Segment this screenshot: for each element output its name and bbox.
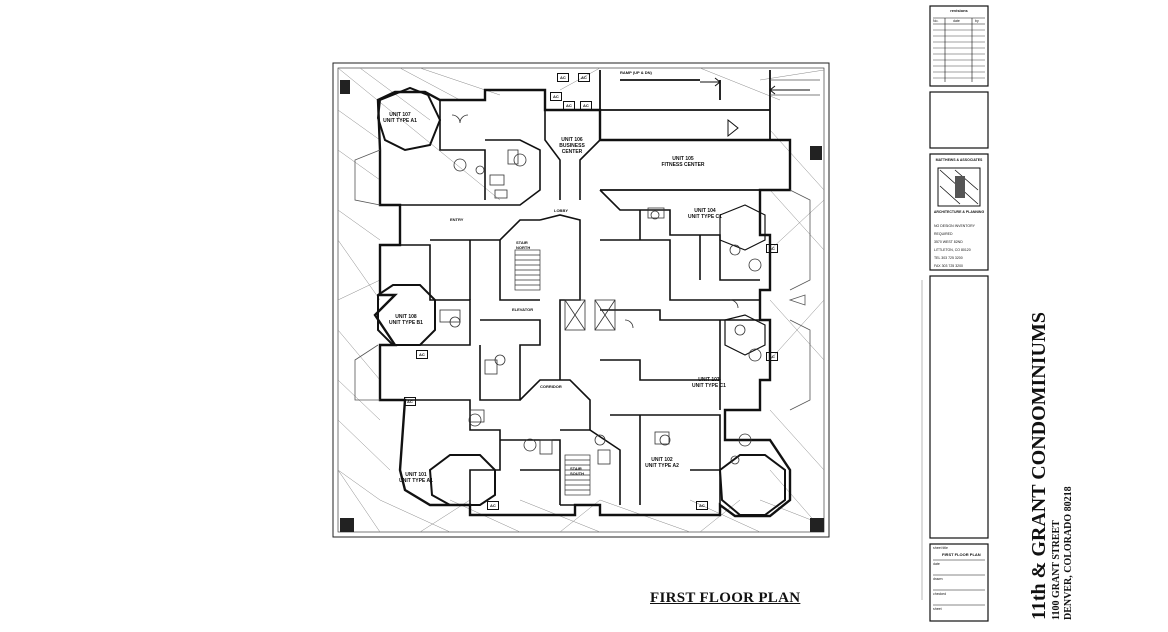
unit-106-label: UNIT 106 BUSINESS CENTER: [552, 137, 592, 155]
ac-unit-label: AC: [578, 73, 590, 82]
ac-unit-label: AC: [404, 397, 416, 406]
unit-105-label: UNIT 105 FITNESS CENTER: [648, 156, 718, 168]
ac-unit-label: AC: [766, 352, 778, 361]
rev-col-no: No.: [933, 19, 939, 23]
ac-unit-label: AC: [696, 501, 708, 510]
firm-tagline: ARCHITECTURE & PLANNING: [933, 210, 985, 214]
stair-north-label: STAIR NORTH: [516, 240, 531, 250]
lobby-label: LOBBY: [554, 208, 568, 213]
field-checked: checked: [933, 592, 947, 596]
field-date: date: [933, 562, 940, 566]
unit-type: UNIT TYPE C1: [692, 383, 726, 389]
firm-line: LITTLETON, CO 80120: [934, 248, 971, 252]
unit-type: UNIT TYPE C1: [688, 214, 722, 220]
firm-contact: NO DESIGN INVENTORY REQUIRED 3570 WEST 8…: [934, 222, 986, 270]
firm-line: TEL 303 725 3200: [934, 256, 963, 260]
ac-unit-label: AC: [580, 101, 592, 110]
corridor-label: CORRIDOR: [540, 384, 562, 389]
entry-label: ENTRY: [450, 217, 464, 222]
unit-type: UNIT TYPE A1: [383, 118, 417, 124]
unit-type: UNIT TYPE A2: [645, 463, 679, 469]
fitness-center-walls: [599, 70, 791, 191]
unit-number: UNIT 105: [672, 156, 694, 162]
firm-name: MATTHEWS & ASSOCIATES: [935, 158, 983, 162]
firm-line: FAX 303 725 3200: [934, 264, 963, 268]
plan-title: FIRST FLOOR PLAN: [650, 590, 801, 606]
stair-treads: [514, 249, 591, 496]
revisions-header: revisions: [950, 8, 968, 13]
firm-logo-fill: [955, 176, 965, 198]
unit-number: UNIT 106: [561, 137, 583, 143]
ramp-label: RAMP (UP & DN): [620, 70, 652, 75]
corner-pads: [340, 80, 824, 532]
firm-line: 3570 WEST 82ND: [934, 240, 963, 244]
building-walls: [373, 88, 792, 518]
sheet-title-label: sheet title: [933, 546, 948, 550]
unit-type-line: CENTER: [561, 149, 583, 155]
sheet-title: FIRST FLOOR PLAN: [942, 552, 981, 557]
balcony-lines: [354, 79, 820, 411]
ac-unit-label: AC: [766, 244, 778, 253]
unit-number: UNIT 102: [651, 457, 673, 463]
ac-unit-label: AC: [416, 350, 428, 359]
ac-unit-label: AC: [487, 501, 499, 510]
ac-unit-label: AC: [550, 92, 562, 101]
unit-108-label: UNIT 108 UNIT TYPE B1: [383, 314, 429, 326]
ac-unit-label: AC: [557, 73, 569, 82]
unit-101-label: UNIT 101 UNIT TYPE A1: [394, 472, 438, 484]
unit-type: FITNESS CENTER: [661, 162, 705, 168]
ramp-arrows: [700, 77, 810, 138]
unit-type: UNIT TYPE A1: [399, 478, 433, 484]
octagonal-bays: [376, 86, 786, 516]
unit-type: UNIT TYPE B1: [389, 320, 423, 326]
field-drawn: drawn: [933, 577, 943, 581]
unit-number: UNIT 101: [405, 472, 427, 478]
stair-south-label: STAIR SOUTH: [570, 466, 584, 476]
unit-number: UNIT 103: [698, 377, 720, 383]
unit-number: UNIT 108: [395, 314, 417, 320]
field-sheet: sheet: [933, 607, 942, 611]
rev-col-by: by: [975, 19, 979, 23]
firm-line: NO DESIGN INVENTORY REQUIRED: [934, 224, 975, 236]
unit-107-label: UNIT 107 UNIT TYPE A1: [380, 112, 420, 124]
title-block: [921, 5, 989, 622]
ac-unit-label: AC: [563, 101, 575, 110]
elevator-label: ELEVATOR: [512, 307, 534, 312]
unit-number: UNIT 104: [694, 208, 716, 214]
unit-102-label: UNIT 102 UNIT TYPE A2: [637, 457, 687, 469]
fixtures: [439, 114, 762, 465]
unit-103-label: UNIT 103 UNIT TYPE C1: [684, 377, 734, 389]
interior-walls: [380, 100, 760, 506]
unit-104-label: UNIT 104 UNIT TYPE C1: [680, 208, 730, 220]
rev-col-date: date: [953, 19, 960, 23]
unit-type: BUSINESS: [559, 143, 585, 149]
unit-number: UNIT 107: [389, 112, 411, 118]
